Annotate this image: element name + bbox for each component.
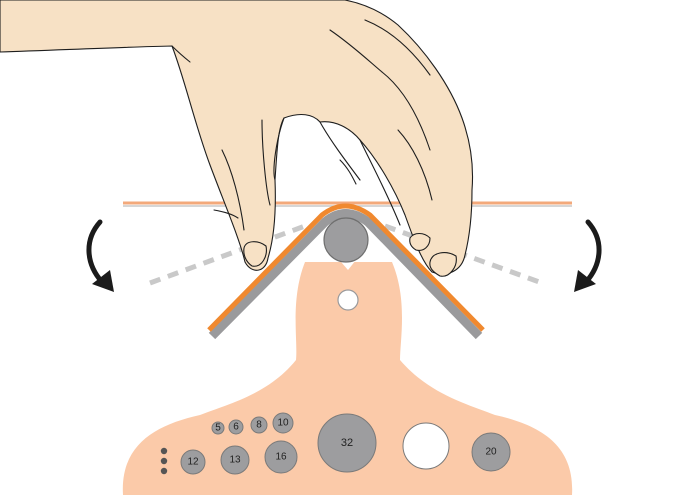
hole-13-label: 13 bbox=[229, 455, 241, 466]
indicator-dots bbox=[160, 447, 168, 475]
bent-sheet-grey-side bbox=[208, 209, 483, 340]
hole-5: 5 bbox=[211, 421, 225, 435]
right-rotation-arrow-icon bbox=[574, 219, 602, 292]
hole-5-label: 5 bbox=[215, 423, 221, 434]
bending-jig-body bbox=[122, 262, 573, 495]
hole-6: 6 bbox=[228, 419, 244, 435]
left-rotation-arrow-icon bbox=[86, 219, 114, 292]
hole-32-label: 32 bbox=[341, 437, 353, 449]
hand-illustration bbox=[0, 0, 474, 277]
hole-32: 32 bbox=[317, 413, 377, 473]
hole-12: 12 bbox=[180, 449, 206, 475]
left-bend-guide bbox=[149, 223, 306, 286]
jig-neck-hole bbox=[337, 289, 359, 311]
hole-16-label: 16 bbox=[275, 452, 287, 463]
bending-die bbox=[323, 217, 369, 263]
hole-10: 10 bbox=[272, 412, 294, 434]
hole-8: 8 bbox=[250, 416, 268, 434]
hole-10-label: 10 bbox=[277, 418, 289, 429]
hole-16: 16 bbox=[264, 440, 298, 474]
hole-open bbox=[402, 422, 450, 470]
hole-6-label: 6 bbox=[233, 422, 239, 433]
hole-13: 13 bbox=[220, 445, 250, 475]
hole-20-label: 20 bbox=[485, 447, 497, 458]
bent-sheet-orange-side bbox=[207, 203, 485, 332]
hole-12-label: 12 bbox=[187, 457, 199, 468]
hole-8-label: 8 bbox=[256, 420, 262, 431]
hole-20: 20 bbox=[471, 432, 511, 472]
